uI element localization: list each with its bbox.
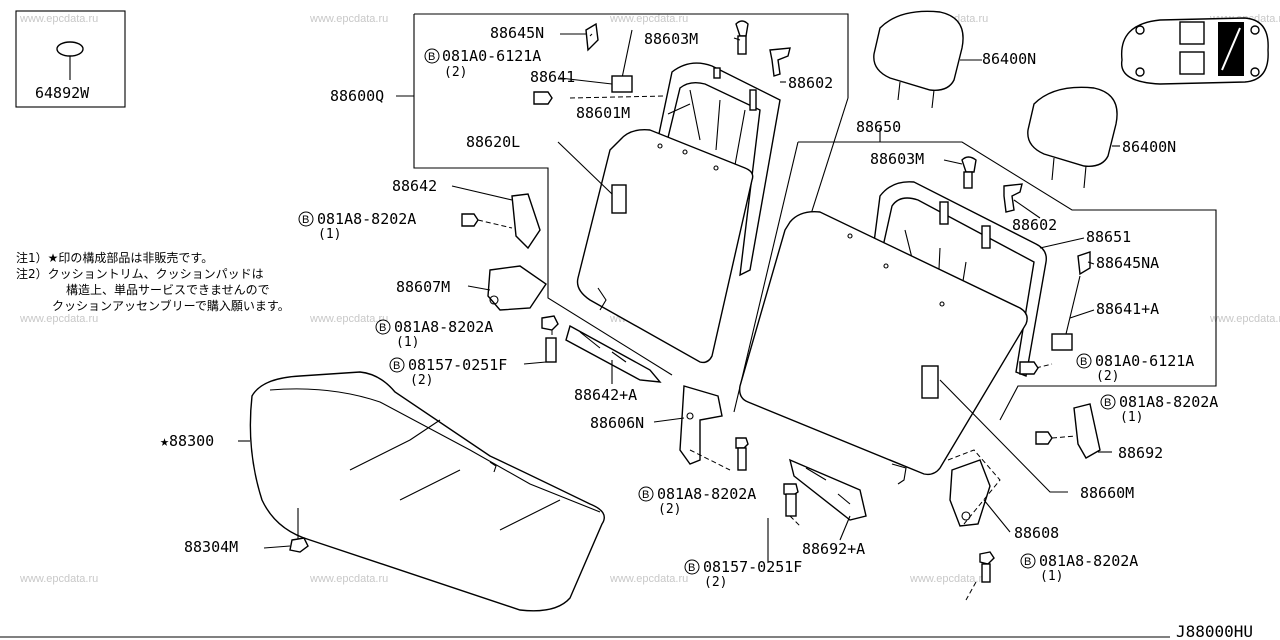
label-081a8-8202a: 081A8-8202A (1119, 393, 1218, 411)
label-qty: (1) (318, 227, 341, 242)
label-qty: (2) (1096, 369, 1119, 384)
car-location-icon (1120, 17, 1269, 85)
watermark: www.epcdata.ru (1209, 313, 1280, 325)
footnote-2: 注2）クッショントリム、クッションパッドは (16, 266, 264, 281)
label-081a8-8202a: 081A8-8202A (394, 318, 493, 336)
label-qty: (2) (658, 502, 681, 517)
label-qty: (2) (444, 65, 467, 80)
bolt-marker-icon: B (688, 562, 695, 574)
label-88645n: 88645N (490, 24, 544, 42)
label-88645na: 88645NA (1096, 254, 1159, 272)
footnote-1: 注1）★印の構成部品は非販売です。 (16, 250, 213, 265)
leader-lines (238, 33, 1112, 562)
rail-88692a (783, 458, 867, 527)
label-qty: (1) (1120, 410, 1143, 425)
label-qty: (1) (396, 335, 419, 350)
headrest-upper (873, 10, 982, 109)
left-seatback-group (396, 13, 849, 383)
label-88607m: 88607M (396, 278, 450, 296)
label-081a8-8202a: 081A8-8202A (317, 210, 416, 228)
bolt-marker-icon: B (393, 360, 400, 372)
label-88642: 88642 (392, 177, 437, 195)
label-88651: 88651 (1086, 228, 1131, 246)
watermark: www.epcdata.ru (19, 313, 98, 325)
headrest-lower (1027, 86, 1120, 189)
label-qty: (2) (704, 575, 727, 590)
label-64892w: 64892W (35, 84, 90, 102)
label-08157-0251f: 08157-0251F (703, 558, 802, 576)
watermark: www.epcdata.ru (19, 573, 98, 585)
label-88601m: 88601M (576, 104, 630, 122)
bolt-marker-icon: B (1080, 356, 1087, 368)
label-081a8-8202a: 081A8-8202A (657, 485, 756, 503)
label-88602: 88602 (1012, 216, 1057, 234)
watermark: www.epcdata.ru (609, 13, 688, 25)
bolt-markers: B B B B B B B B B (298, 48, 1116, 575)
watermark: www.epcdata.ru (309, 13, 388, 25)
label-081a0-6121a: 081A0-6121A (442, 47, 541, 65)
watermark: www.epcdata.ru (309, 573, 388, 585)
label-qty: (1) (1040, 569, 1063, 584)
label-88620l: 88620L (466, 133, 520, 151)
right-seatback-group (733, 128, 1217, 601)
label-88603m: 88603M (644, 30, 698, 48)
label-88304m: 88304M (184, 538, 238, 556)
diagram-code: J88000HU (1176, 622, 1253, 640)
label-88660m: 88660M (1080, 484, 1134, 502)
watermark: www.epcdata.ru (909, 573, 988, 585)
bolt-marker-icon: B (302, 214, 309, 226)
label-88641: 88641 (530, 68, 575, 86)
part-labels: 88645N 88603M 081A0-6121A (2) 88641 8860… (160, 24, 1218, 590)
seat-cushion-88300 (249, 371, 605, 612)
label-88300: ★88300 (160, 432, 214, 450)
label-081a8-8202a: 081A8-8202A (1039, 552, 1138, 570)
bracket-88606n (679, 385, 749, 471)
label-86400n: 86400N (982, 50, 1036, 68)
watermark: www.epcdata.ru (19, 13, 98, 25)
label-86400n: 86400N (1122, 138, 1176, 156)
label-88692: 88692 (1118, 444, 1163, 462)
label-88600q: 88600Q (330, 87, 384, 105)
label-88641a: 88641+A (1096, 300, 1159, 318)
footnotes: 注1）★印の構成部品は非販売です。 注2）クッショントリム、クッションパッドは … (16, 250, 290, 313)
label-88602: 88602 (788, 74, 833, 92)
label-08157-0251f: 08157-0251F (408, 356, 507, 374)
bolt-marker-icon: B (1024, 556, 1031, 568)
bolt-marker-icon: B (379, 322, 386, 334)
label-qty: (2) (410, 373, 433, 388)
label-88608: 88608 (1014, 524, 1059, 542)
label-081a0-6121a: 081A0-6121A (1095, 352, 1194, 370)
label-88642a: 88642+A (574, 386, 637, 404)
footnote-2-line-3: クッションアッセンブリーで購入願います。 (52, 298, 290, 313)
bolt-marker-icon: B (1104, 397, 1111, 409)
footnote-2-line-2: 構造上、単品サービスできませんので (66, 283, 270, 297)
label-88603m: 88603M (870, 150, 924, 168)
bolt-marker-icon: B (642, 489, 649, 501)
label-88650: 88650 (856, 118, 901, 136)
part-64892w-box: 64892W (15, 10, 126, 108)
watermark: www.epcdata.ru (309, 313, 388, 325)
bolt-marker-icon: B (428, 51, 435, 63)
label-88692a: 88692+A (802, 540, 865, 558)
label-88606n: 88606N (590, 414, 644, 432)
watermark: www.epcdata.ru (609, 573, 688, 585)
